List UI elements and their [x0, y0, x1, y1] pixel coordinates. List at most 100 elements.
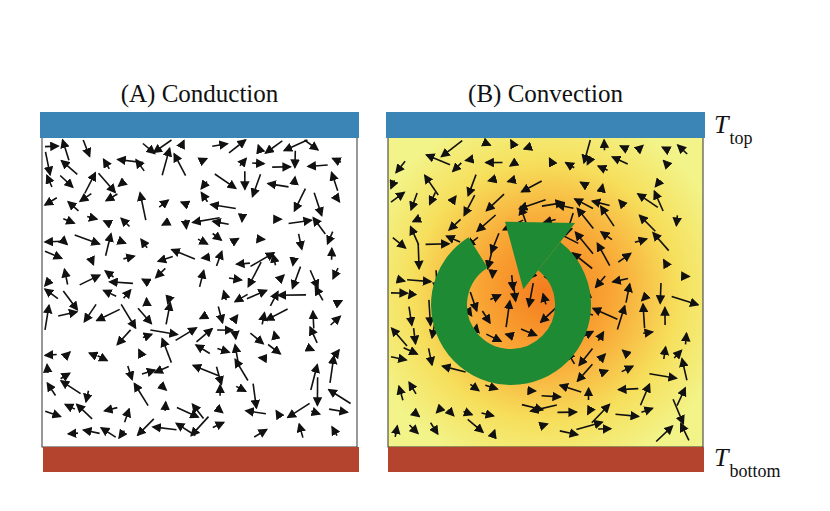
velocity-arrow [197, 329, 213, 342]
velocity-arrow [119, 431, 124, 438]
hot-plate [43, 447, 359, 472]
velocity-arrow [312, 311, 314, 328]
velocity-arrow [299, 234, 302, 249]
velocity-arrow [311, 365, 318, 390]
velocity-arrow [101, 428, 116, 437]
velocity-arrow [259, 357, 264, 359]
velocity-arrow [289, 220, 312, 223]
velocity-arrow [229, 278, 241, 280]
velocity-arrow [213, 423, 224, 428]
panel-heading: (A) Conduction [42, 80, 357, 108]
velocity-arrow [613, 279, 628, 282]
velocity-arrow [201, 193, 207, 202]
temperature-subscript: bottom [729, 461, 780, 482]
velocity-arrow [104, 221, 110, 224]
velocity-arrow [213, 234, 222, 241]
velocity-arrow [176, 328, 197, 341]
velocity-arrow [617, 306, 624, 329]
velocity-arrow [58, 312, 77, 316]
velocity-arrow [437, 409, 441, 413]
velocity-arrow [486, 334, 501, 341]
velocity-arrow [486, 162, 503, 164]
velocity-arrow [158, 257, 173, 262]
velocity-arrow [328, 232, 333, 244]
velocity-arrow [47, 176, 52, 188]
velocity-arrow [45, 289, 58, 299]
velocity-arrow [429, 300, 431, 325]
velocity-arrow [284, 140, 307, 151]
velocity-arrow [105, 271, 113, 277]
velocity-arrow [211, 205, 236, 209]
velocity-arrow [392, 328, 407, 346]
velocity-arrow [258, 145, 260, 151]
velocity-arrow [86, 391, 89, 402]
velocity-arrow [511, 140, 514, 145]
velocity-arrow [330, 356, 334, 383]
velocity-arrow [123, 256, 134, 259]
velocity-arrow [612, 157, 627, 164]
velocity-arrow [84, 430, 100, 433]
velocity-arrow [217, 329, 232, 331]
velocity-arrow [119, 182, 124, 186]
velocity-arrow [470, 384, 478, 390]
velocity-arrow [470, 292, 476, 311]
velocity-arrow [292, 260, 294, 266]
velocity-arrow [639, 146, 643, 150]
velocity-arrow [336, 197, 340, 202]
velocity-arrow [124, 290, 131, 298]
velocity-arrow [141, 239, 147, 247]
velocity-arrow [560, 431, 578, 435]
velocity-arrow [314, 193, 322, 216]
velocity-arrow [550, 158, 552, 162]
velocity-arrow [106, 194, 117, 201]
velocity-arrow [404, 348, 418, 354]
velocity-arrow [592, 201, 609, 205]
velocity-arrow [275, 218, 282, 220]
velocity-arrow [317, 377, 319, 405]
velocity-arrow [619, 389, 639, 390]
velocity-arrow [488, 247, 493, 268]
velocity-arrow [602, 185, 603, 190]
velocity-arrow [68, 202, 78, 211]
velocity-arrow [217, 251, 222, 266]
velocity-arrow [391, 192, 404, 202]
velocity-arrow [601, 206, 614, 226]
hot-plate [388, 447, 704, 472]
velocity-arrow [77, 404, 92, 419]
velocity-arrow [331, 316, 341, 325]
velocity-arrow [540, 424, 547, 426]
velocity-arrow [104, 290, 117, 296]
velocity-arrow [329, 409, 347, 412]
velocity-arrow [329, 390, 351, 404]
velocity-arrow [673, 399, 683, 423]
velocity-arrow [333, 158, 341, 162]
velocity-arrow [121, 218, 129, 226]
velocity-arrow [642, 297, 646, 301]
cold-plate [386, 112, 705, 138]
velocity-arrow [117, 330, 130, 345]
velocity-arrow [395, 426, 397, 437]
velocity-arrow [218, 307, 222, 323]
velocity-arrow [616, 414, 639, 416]
velocity-arrow [678, 145, 687, 154]
velocity-arrow [641, 408, 652, 412]
circulation-arc [449, 252, 573, 367]
velocity-arrow [622, 366, 633, 371]
velocity-arrow [447, 236, 461, 242]
velocity-arrow [299, 424, 303, 438]
velocity-arrow [576, 232, 594, 253]
velocity-arrow [45, 411, 60, 416]
velocity-arrow [139, 350, 141, 355]
velocity-arrow [442, 141, 463, 157]
velocity-arrow [200, 316, 205, 319]
velocity-arrow [310, 327, 317, 343]
velocity-arrow [162, 339, 171, 363]
velocity-arrow [464, 195, 475, 215]
velocity-arrow [315, 287, 323, 300]
velocity-arrow [482, 413, 494, 416]
velocity-arrow [391, 357, 406, 360]
velocity-arrow [676, 215, 677, 225]
velocity-arrow [193, 365, 219, 375]
velocity-arrow [248, 262, 261, 286]
